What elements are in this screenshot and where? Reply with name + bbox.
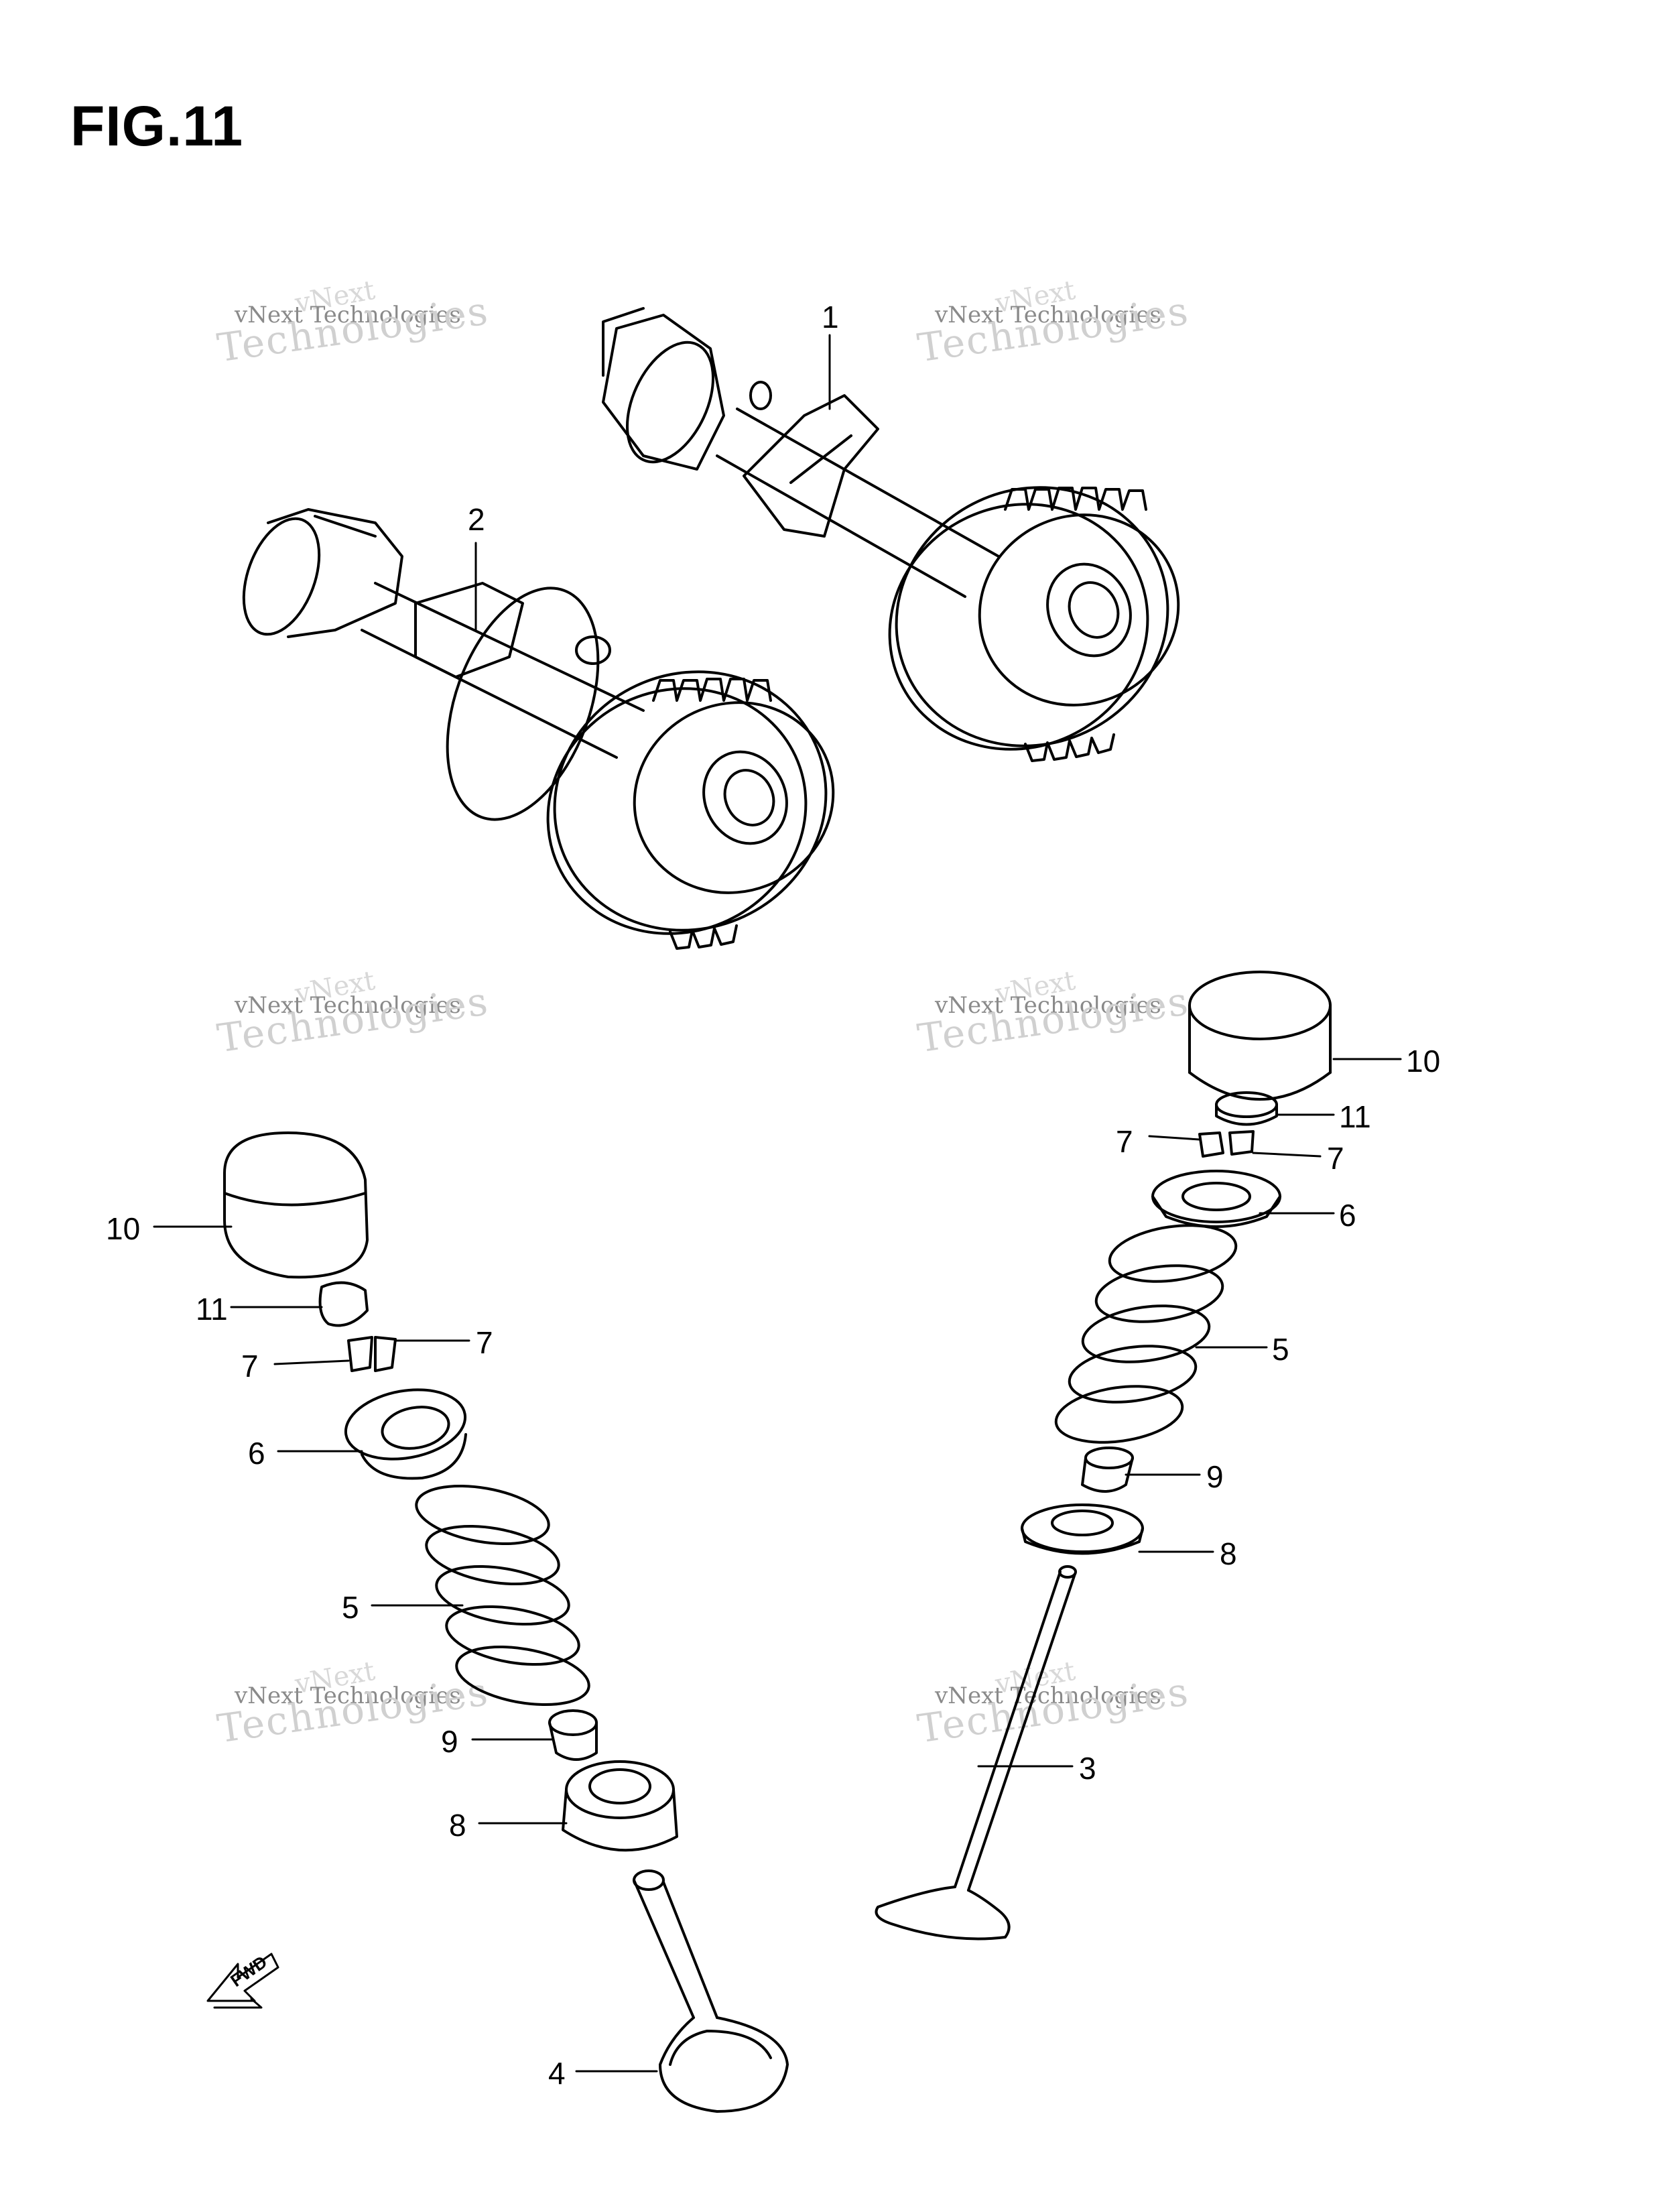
callout-8: 8 <box>449 1808 466 1843</box>
figure-title: FIG.11 <box>70 95 244 158</box>
shim-11-left <box>318 1281 369 1327</box>
callout-9: 9 <box>441 1724 458 1759</box>
cotter-7-left <box>347 1336 397 1372</box>
camshaft-2 <box>242 508 835 950</box>
retainer-6-right <box>1151 1170 1281 1228</box>
fwd-arrow-icon <box>206 1953 279 2009</box>
callout-6: 6 <box>1339 1198 1356 1233</box>
valve-4 <box>633 1869 789 2113</box>
callout-10: 10 <box>106 1211 141 1246</box>
callout-11: 11 <box>1339 1099 1371 1134</box>
tappet-10-left <box>223 1131 369 1279</box>
seat-8-right <box>1021 1503 1144 1555</box>
valve-3 <box>875 1565 1077 1941</box>
callout-8: 8 <box>1220 1536 1237 1571</box>
seal-9-left <box>548 1709 598 1761</box>
fwd-label: FWD <box>227 1951 271 1991</box>
callout-7: 7 <box>1116 1124 1133 1159</box>
callout-6: 6 <box>248 1436 265 1471</box>
callout-4: 4 <box>548 2056 566 2091</box>
callout-5: 5 <box>342 1590 359 1625</box>
callout-3: 3 <box>1079 1751 1096 1786</box>
callout-1: 1 <box>822 300 839 334</box>
camshaft-1 <box>602 307 1180 762</box>
callout-7: 7 <box>241 1349 259 1384</box>
seat-8-left <box>562 1760 678 1852</box>
callout-10: 10 <box>1406 1044 1441 1079</box>
callout-7: 7 <box>476 1325 493 1360</box>
callout-5: 5 <box>1272 1332 1289 1367</box>
callout-11: 11 <box>196 1292 228 1327</box>
leader-lines <box>153 334 1402 2073</box>
callout-9: 9 <box>1206 1459 1224 1494</box>
spring-5-left <box>415 1484 590 1707</box>
tappet-10-right <box>1188 971 1332 1101</box>
seal-9-right <box>1081 1447 1134 1493</box>
spring-5-right <box>1054 1224 1238 1444</box>
cotter-7-right <box>1198 1130 1255 1158</box>
shim-11-right <box>1215 1091 1278 1126</box>
callout-2: 2 <box>468 502 485 537</box>
callout-7: 7 <box>1327 1141 1344 1176</box>
retainer-6-left <box>344 1388 467 1480</box>
